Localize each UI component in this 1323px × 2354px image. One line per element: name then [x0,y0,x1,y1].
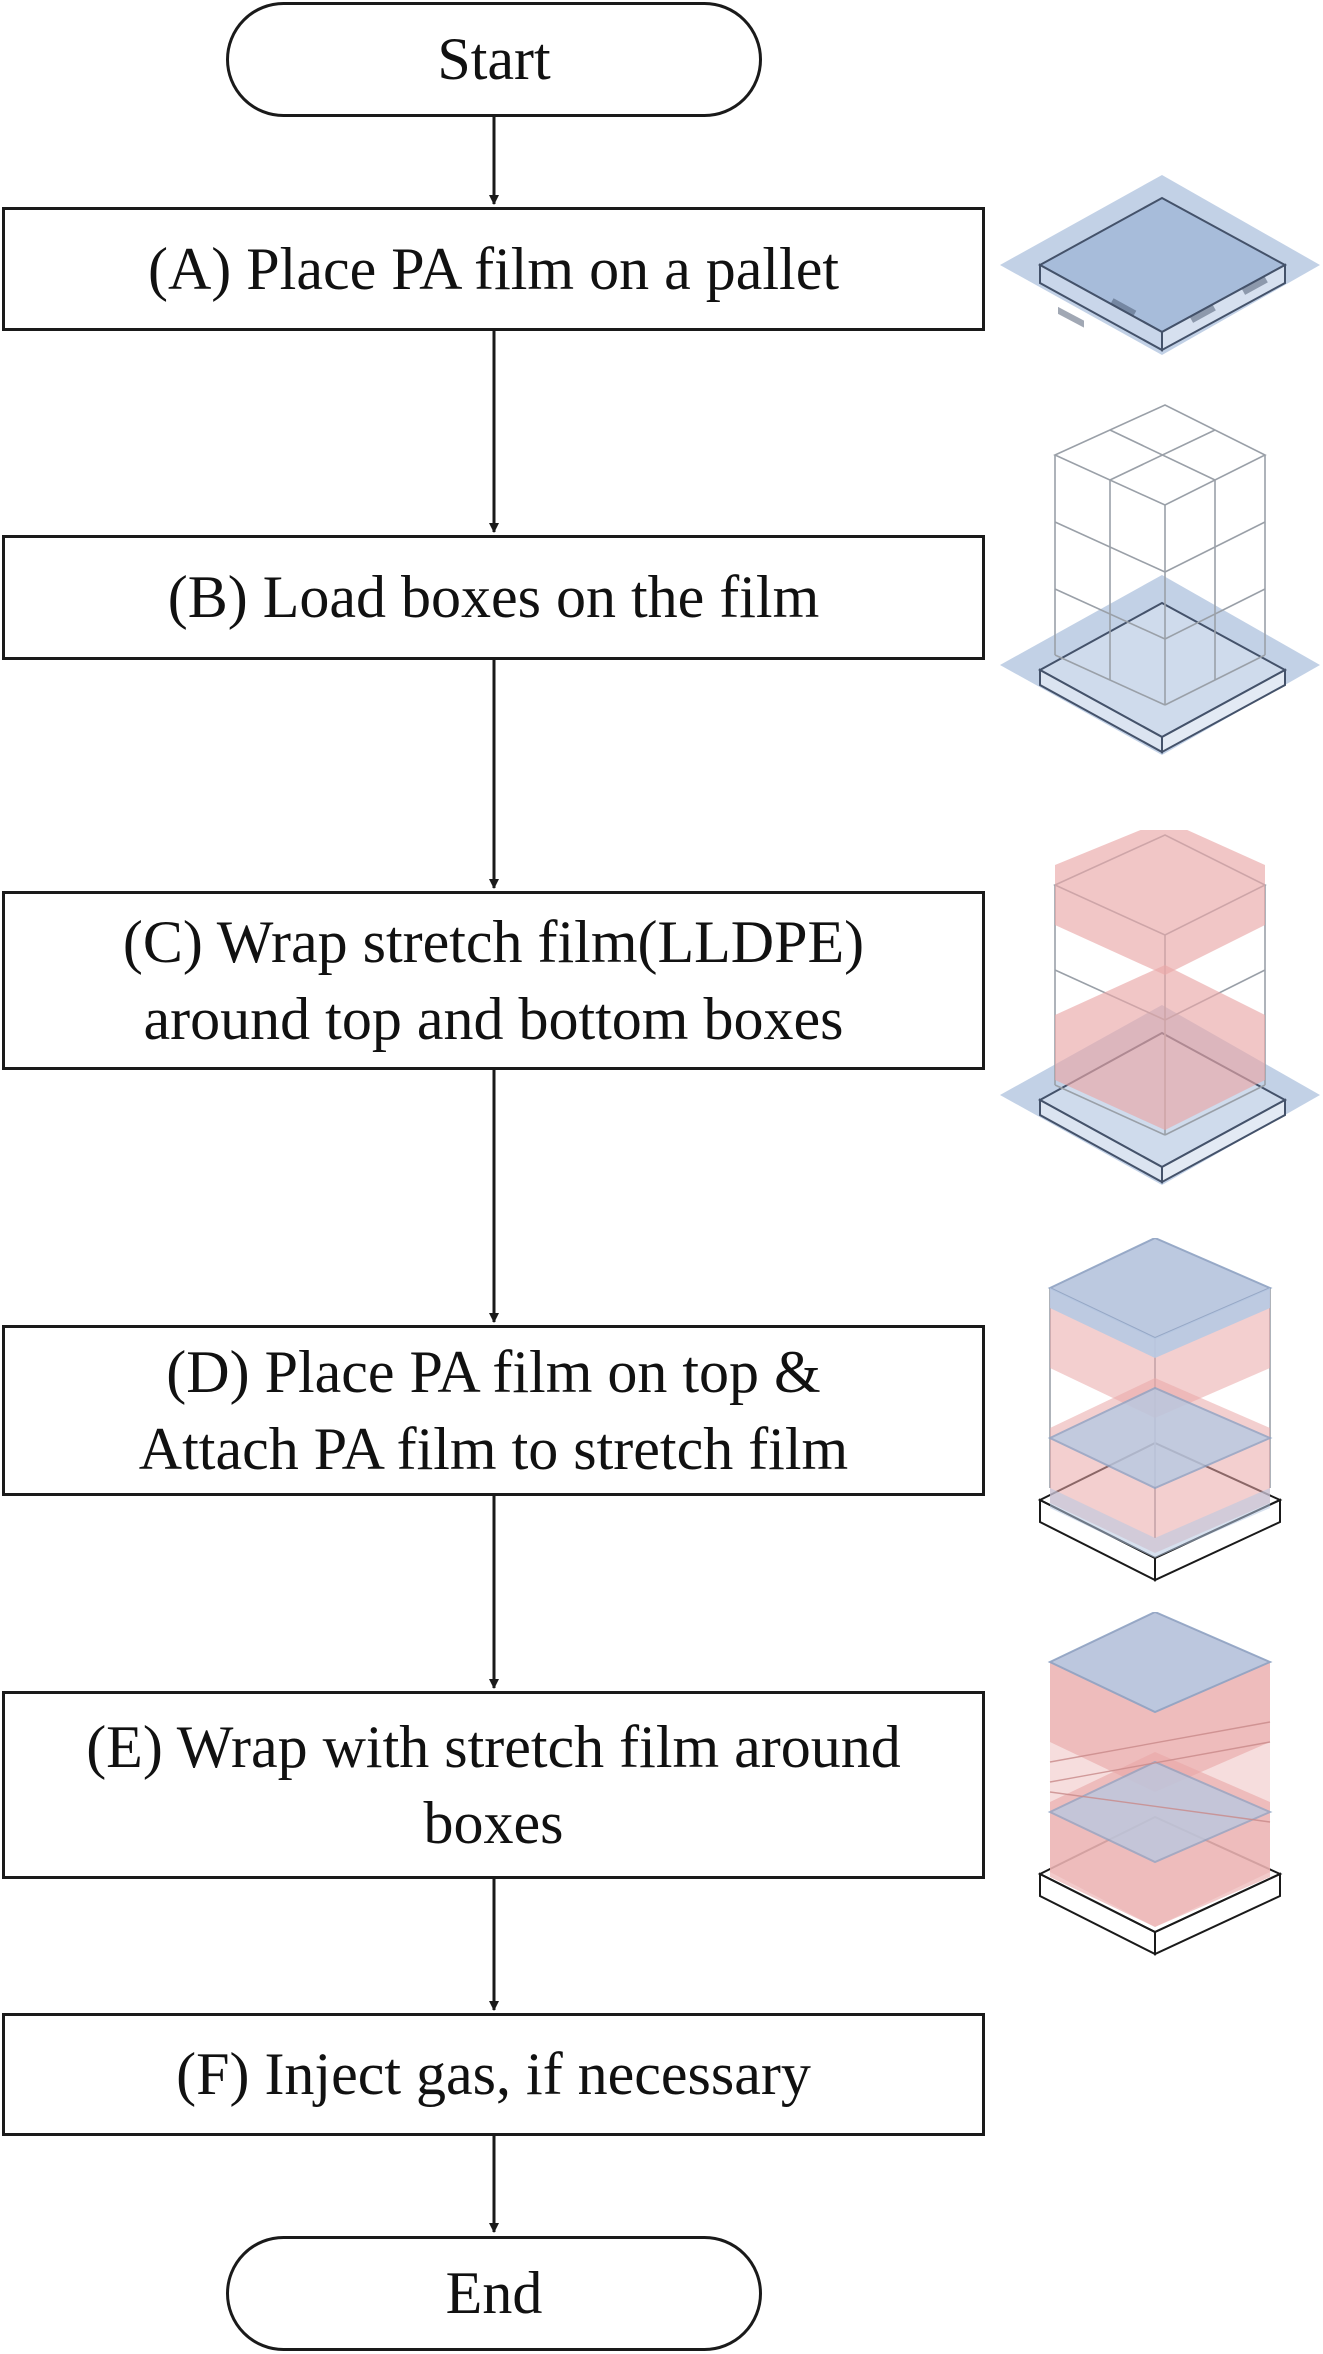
step-a-line-1: (A) Place PA film on a pallet [148,235,839,302]
step-d-line-2: Attach PA film to stretch film [138,1415,849,1482]
step-e-label: (E) Wrap with stretch film around boxes [86,1709,901,1861]
step-d-line-1: (D) Place PA film on top & [166,1339,821,1406]
step-c-box: (C) Wrap stretch film(LLDPE) around top … [2,891,985,1070]
step-c-label: (C) Wrap stretch film(LLDPE) around top … [123,904,864,1056]
step-f-box: (F) Inject gas, if necessary [2,2013,985,2136]
step-b-label: (B) Load boxes on the film [168,559,820,635]
step-c-line-2: around top and bottom boxes [143,985,844,1052]
step-e-line-1: (E) Wrap with stretch film around [86,1713,901,1780]
step-d-label: (D) Place PA film on top & Attach PA fil… [139,1334,848,1486]
end-label: End [445,2260,543,2327]
start-label: Start [437,26,551,93]
illustration-d-pa-film-on-top [1037,1238,1283,1582]
step-f-label: (F) Inject gas, if necessary [176,2036,811,2112]
step-a-label: (A) Place PA film on a pallet [148,231,839,307]
step-b-box: (B) Load boxes on the film [2,535,985,660]
illustration-e-fully-wrapped [1037,1612,1283,1956]
step-c-line-1: (C) Wrap stretch film(LLDPE) [122,909,865,976]
step-d-box: (D) Place PA film on top & Attach PA fil… [2,1325,985,1496]
step-b-line-1: (B) Load boxes on the film [167,564,820,631]
step-a-box: (A) Place PA film on a pallet [2,207,985,331]
end-terminal: End [226,2236,762,2351]
illustration-b-boxes-on-film [1000,404,1320,755]
start-terminal: Start [226,2,762,117]
illustration-a-pallet-with-pa-film [1000,175,1320,355]
illustration-c-stretch-film-top-bottom [1000,830,1320,1185]
step-f-line-1: (F) Inject gas, if necessary [176,2041,811,2108]
step-e-box: (E) Wrap with stretch film around boxes [2,1691,985,1879]
step-e-line-2: boxes [423,1790,564,1856]
